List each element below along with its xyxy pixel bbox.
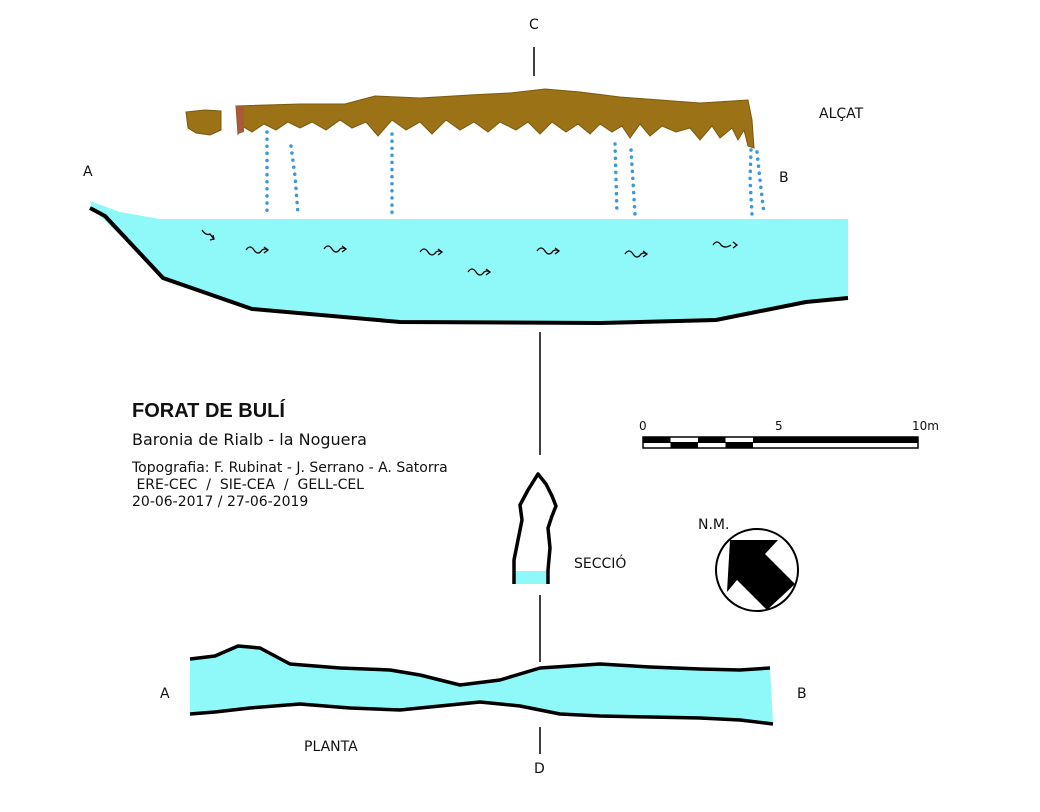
label-north: N.M. bbox=[698, 517, 730, 533]
label-b-elevation: B bbox=[779, 170, 789, 186]
label-a-plan: A bbox=[160, 686, 170, 702]
cross-section bbox=[512, 472, 558, 584]
survey-location: Baronia de Rialb - la Noguera bbox=[132, 430, 367, 449]
scale-tick-10m: 10m bbox=[912, 419, 939, 433]
survey-title: FORAT DE BULÍ bbox=[132, 400, 285, 422]
label-d: D bbox=[534, 761, 545, 777]
label-b-plan: B bbox=[797, 686, 807, 702]
label-elevation: ALÇAT bbox=[819, 106, 864, 122]
credits-line: Topografia: F. Rubinat - J. Serrano - A.… bbox=[132, 460, 448, 476]
scale-tick-0: 0 bbox=[639, 419, 647, 433]
scale-bar bbox=[642, 436, 919, 449]
survey-credits: Topografia: F. Rubinat - J. Serrano - A.… bbox=[132, 460, 448, 511]
north-arrow-icon bbox=[715, 528, 799, 612]
label-c: C bbox=[529, 17, 539, 33]
elevation-floor bbox=[89, 206, 849, 325]
elevation-water bbox=[90, 201, 848, 323]
scale-tick-5: 5 bbox=[775, 419, 783, 433]
drip-lines bbox=[265, 130, 766, 216]
credits-line: 20-06-2017 / 27-06-2019 bbox=[132, 494, 309, 510]
credits-line: ERE-CEC / SIE-CEA / GELL-CEL bbox=[132, 477, 364, 493]
label-plan: PLANTA bbox=[304, 739, 358, 755]
elevation-ceiling-rock bbox=[185, 88, 755, 149]
flow-arrows bbox=[201, 229, 739, 276]
plan-view bbox=[189, 644, 774, 726]
label-section: SECCIÓ bbox=[574, 556, 627, 572]
label-a-elevation: A bbox=[83, 164, 93, 180]
